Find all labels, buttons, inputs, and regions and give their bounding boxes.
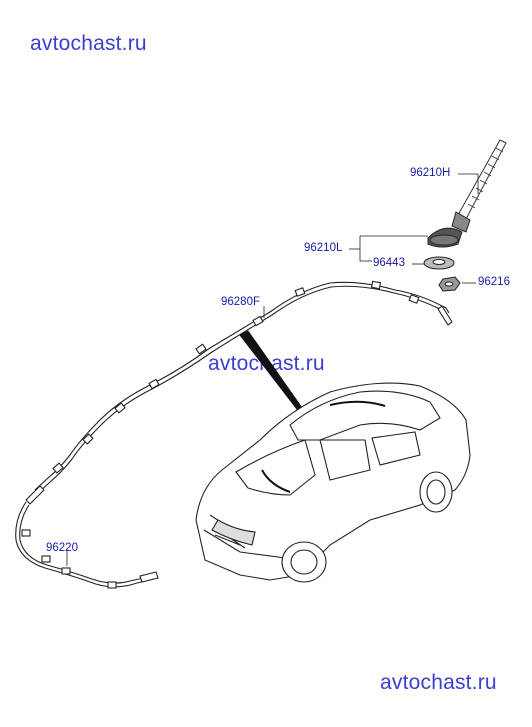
- antenna-mast-drawing: [451, 139, 507, 233]
- car-drawing: [195, 382, 471, 583]
- leader-lines: [66, 173, 479, 566]
- nut-drawing: [438, 276, 461, 292]
- pointer-wedge: [239, 330, 308, 418]
- part-label-gasket: 96443: [373, 257, 405, 269]
- watermark-top: avtochast.ru: [30, 32, 147, 55]
- part-label-antenna-mast: 96210H: [410, 167, 451, 179]
- part-label-antenna-base: 96210L: [304, 242, 343, 254]
- antenna-base-drawing: [427, 227, 463, 248]
- part-label-feeder-cable: 96280F: [221, 296, 261, 308]
- part-label-nut: 96216: [478, 276, 510, 288]
- gasket-drawing: [423, 256, 455, 270]
- part-label-extension-cable: 96220: [46, 542, 78, 554]
- watermark-bottom: avtochast.ru: [380, 671, 497, 694]
- feeder-cable-drawing: [25, 280, 453, 505]
- extension-cable-drawing: [15, 501, 159, 589]
